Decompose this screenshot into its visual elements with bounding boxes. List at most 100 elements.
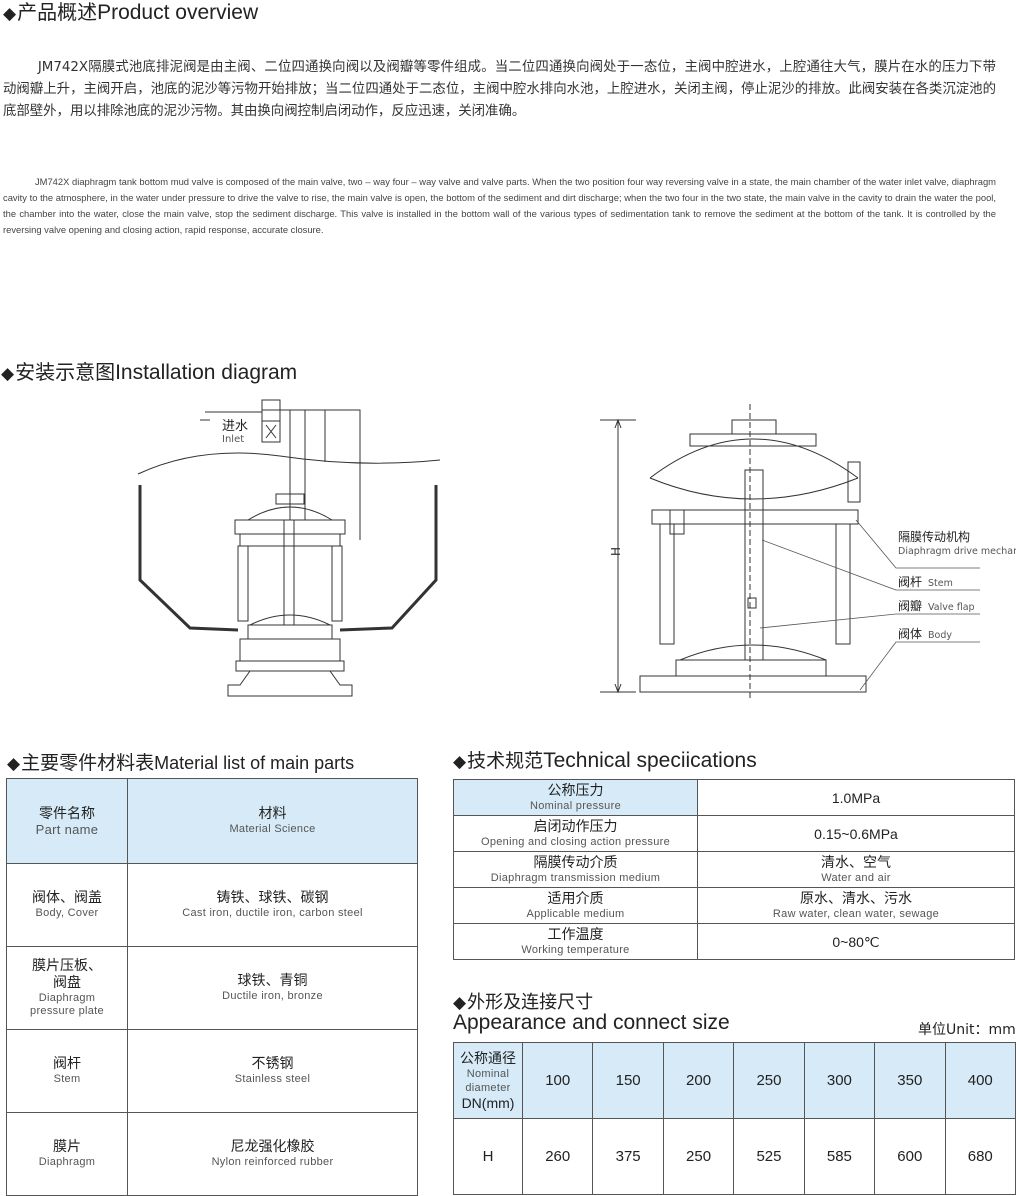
- materials-header-row: 零件名称 Part name 材料 Material Science: [6, 778, 418, 864]
- diamond-bullet-icon: ◆: [453, 752, 467, 772]
- header-mat-en: Material Science: [229, 823, 316, 835]
- header-mat-cn: 材料: [258, 806, 287, 822]
- mat-cn: 铸铁、球铁、碳钢: [216, 890, 329, 906]
- callout-3-en: Body: [928, 630, 952, 641]
- dn-cell: 100: [521, 1042, 594, 1119]
- spec-value: 原水、清水、污水: [800, 890, 912, 907]
- tank-drawing: [137, 399, 441, 697]
- dn-row: 公称通径 Nominal diameter DN(mm) 100 150 200…: [453, 1042, 1016, 1119]
- spec-value-en: Raw water, clean water, sewage: [772, 907, 940, 920]
- spec-value: 0~80℃: [832, 934, 880, 950]
- unit-label: 单位Unit：mm: [918, 1022, 1016, 1038]
- spec-cn: 工作温度: [547, 926, 604, 943]
- spec-en: Applicable medium: [526, 907, 625, 920]
- materials-table: 零件名称 Part name 材料 Material Science 阀体、阀盖…: [6, 778, 418, 1196]
- callout-2-en: Valve flap: [928, 602, 975, 613]
- spec-value-en: Water and air: [821, 871, 891, 884]
- installation-diagram: 进水 Inlet H 隔膜传动机构 Diaphragm drive mechan…: [137, 399, 1016, 700]
- diamond-bullet-icon: ◆: [7, 754, 21, 774]
- spec-en: Working temperature: [521, 943, 630, 956]
- h-cell: 260: [521, 1118, 594, 1195]
- h-cell: 600: [874, 1118, 946, 1195]
- diamond-bullet-icon: ◆: [1, 364, 15, 384]
- callout-labels: 隔膜传动机构 Diaphragm drive mechanism 阀杆 Stem…: [898, 529, 1016, 641]
- dn-cell: 350: [874, 1042, 946, 1119]
- callout-1-cn: 阀杆: [898, 575, 922, 589]
- h-label-cell: H: [453, 1118, 523, 1195]
- callout-0-en: Diaphragm drive mechanism: [898, 546, 1016, 557]
- spec-cn: 公称压力: [547, 782, 604, 799]
- spec-cn: 适用介质: [547, 890, 604, 907]
- overview-heading-cn: 产品概述: [17, 0, 98, 24]
- spec-en: Nominal pressure: [529, 799, 621, 812]
- dn-label-en: Nominal diameter: [465, 1067, 511, 1094]
- dimensions-heading-cn: 外形及连接尺寸: [467, 992, 594, 1013]
- header-part-en: Part name: [35, 822, 99, 837]
- overview-heading: ◆产品概述Product overview: [3, 0, 258, 25]
- h-cell: 585: [803, 1118, 876, 1195]
- diamond-bullet-icon: ◆: [453, 993, 467, 1013]
- spec-cn: 隔膜传动介质: [533, 854, 618, 871]
- dn-cell: 300: [803, 1042, 876, 1119]
- dn-cell: 150: [592, 1042, 664, 1119]
- dn-label-cell: 公称通径 Nominal diameter DN(mm): [453, 1042, 523, 1119]
- overview-text-en: JM742X diaphragm tank bottom mud valve i…: [3, 176, 996, 235]
- dn-label-cn: 公称通径: [460, 1049, 516, 1066]
- installation-heading-cn: 安装示意图: [15, 360, 116, 384]
- diamond-bullet-icon: ◆: [3, 4, 17, 24]
- spec-value-cell: 0~80℃: [697, 923, 1015, 960]
- mat-en: Ductile iron, bronze: [222, 990, 323, 1002]
- callout-1-en: Stem: [928, 578, 953, 589]
- dimensions-heading-en: Appearance and connect size: [453, 1011, 730, 1034]
- specs-heading-cn: 技术规范: [467, 750, 544, 772]
- mat-cn: 不锈钢: [251, 1056, 294, 1072]
- overview-heading-en: Product overview: [97, 1, 259, 24]
- materials-heading: ◆主要零件材料表Material list of main parts: [7, 748, 354, 775]
- inlet-label-en: Inlet: [222, 434, 244, 445]
- callout-lines: [759, 519, 980, 691]
- spec-cn: 启闭动作压力: [533, 818, 618, 835]
- h-dimension-label: H: [609, 547, 623, 556]
- h-row: H 260 375 250 525 585 600 680: [453, 1118, 1016, 1195]
- part-cn: 阀体、阀盖: [32, 890, 102, 906]
- mat-en: Nylon reinforced rubber: [211, 1156, 334, 1168]
- callout-2-cn: 阀瓣: [898, 599, 922, 613]
- dn-cell: 400: [944, 1042, 1016, 1119]
- part-cn: 阀杆: [53, 1056, 81, 1072]
- part-en: Diaphragm pressure plate: [30, 992, 104, 1017]
- mat-cn: 尼龙强化橡胶: [230, 1139, 315, 1155]
- h-cell: 525: [733, 1118, 805, 1195]
- spec-en: Opening and closing action pressure: [480, 835, 671, 848]
- spec-value: 0.15~0.6MPa: [814, 826, 898, 842]
- mat-en: Cast iron, ductile iron, carbon steel: [182, 907, 363, 919]
- part-en: Stem: [53, 1073, 81, 1085]
- dimensions-table: 公称通径 Nominal diameter DN(mm) 100 150 200…: [453, 1042, 1016, 1195]
- installation-heading: ◆安装示意图Installation diagram: [1, 356, 297, 385]
- h-cell: 250: [662, 1118, 735, 1195]
- specs-heading-en: Technical speciications: [543, 749, 757, 772]
- inlet-label-cn: 进水: [222, 419, 248, 434]
- materials-header-part: 零件名称 Part name: [6, 778, 128, 864]
- h-cell: 680: [944, 1118, 1016, 1195]
- materials-heading-cn: 主要零件材料表: [21, 752, 155, 774]
- dn-label-unit: DN(mm): [461, 1094, 515, 1111]
- valve-section-drawing: [600, 404, 867, 700]
- dn-cell: 250: [733, 1042, 805, 1119]
- part-en: Body, Cover: [35, 907, 99, 919]
